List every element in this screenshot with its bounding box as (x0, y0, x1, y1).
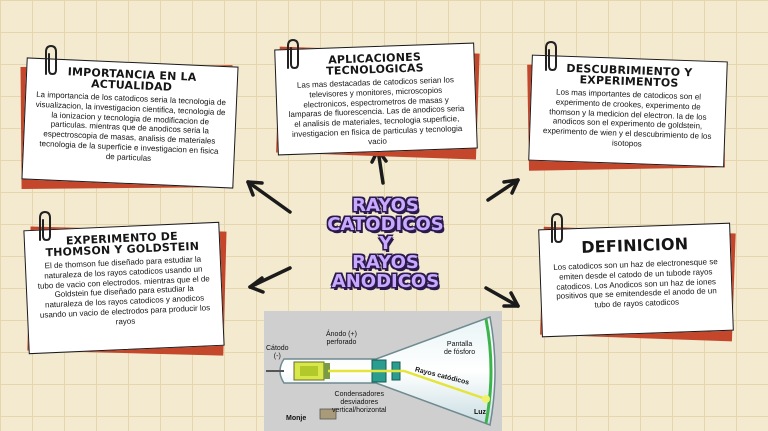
paperclip-icon (545, 40, 557, 72)
card-text: El de thomson fue diseñado para estudiar… (37, 254, 211, 327)
label-anodo: Ánodo (+) perforado (326, 331, 357, 346)
card-body: APLICACIONES TECNOLOGICAS Las mas destac… (274, 42, 478, 156)
card-heading: DESCUBRIMIENTO Y EXPERIMENTOS (566, 61, 693, 90)
label-catodo: Cátodo (-) (266, 345, 289, 360)
arrow-icon (486, 178, 520, 202)
title-line: ANODICOS (331, 271, 440, 292)
card-aplicaciones-tecnologicas: APLICACIONES TECNOLOGICAS Las mas destac… (274, 42, 480, 160)
label-condensadores: Condensadores desviadores vertical/horiz… (332, 391, 387, 414)
card-text: Los catodicos son un haz de electronesqu… (553, 257, 718, 310)
title-line: Y (378, 233, 393, 254)
paperclip-icon (39, 210, 51, 242)
crt-diagram: Cátodo (-) Ánodo (+) perforado Pantalla … (264, 311, 502, 431)
title-line: RAYOS (352, 195, 419, 216)
title-line: CATODICOS (327, 214, 444, 235)
card-heading: APLICACIONES TECNOLOGICAS (325, 50, 424, 78)
paperclip-icon (45, 44, 57, 76)
crt-tube-illustration (266, 315, 496, 427)
paperclip-icon (551, 212, 563, 244)
main-title: RAYOS CATODICOS Y RAYOS ANODICOS (318, 196, 453, 291)
arrow-icon (248, 266, 292, 294)
label-credit: Monje (286, 415, 307, 422)
arrow-icon (484, 286, 520, 308)
arrow-icon (246, 180, 292, 214)
card-text: Las mas destacadas de catodicos serian l… (288, 75, 465, 147)
title-line: RAYOS (352, 252, 419, 273)
label-luz: Luz (474, 409, 487, 416)
label-pantalla: Pantalla de fósforo (444, 341, 476, 356)
card-text: Los mas importantes de catodicos son el … (542, 87, 712, 149)
card-heading: DEFINICION (580, 234, 689, 257)
paperclip-icon (287, 38, 299, 70)
card-text: La importancia de los catodicos seria la… (35, 89, 227, 163)
